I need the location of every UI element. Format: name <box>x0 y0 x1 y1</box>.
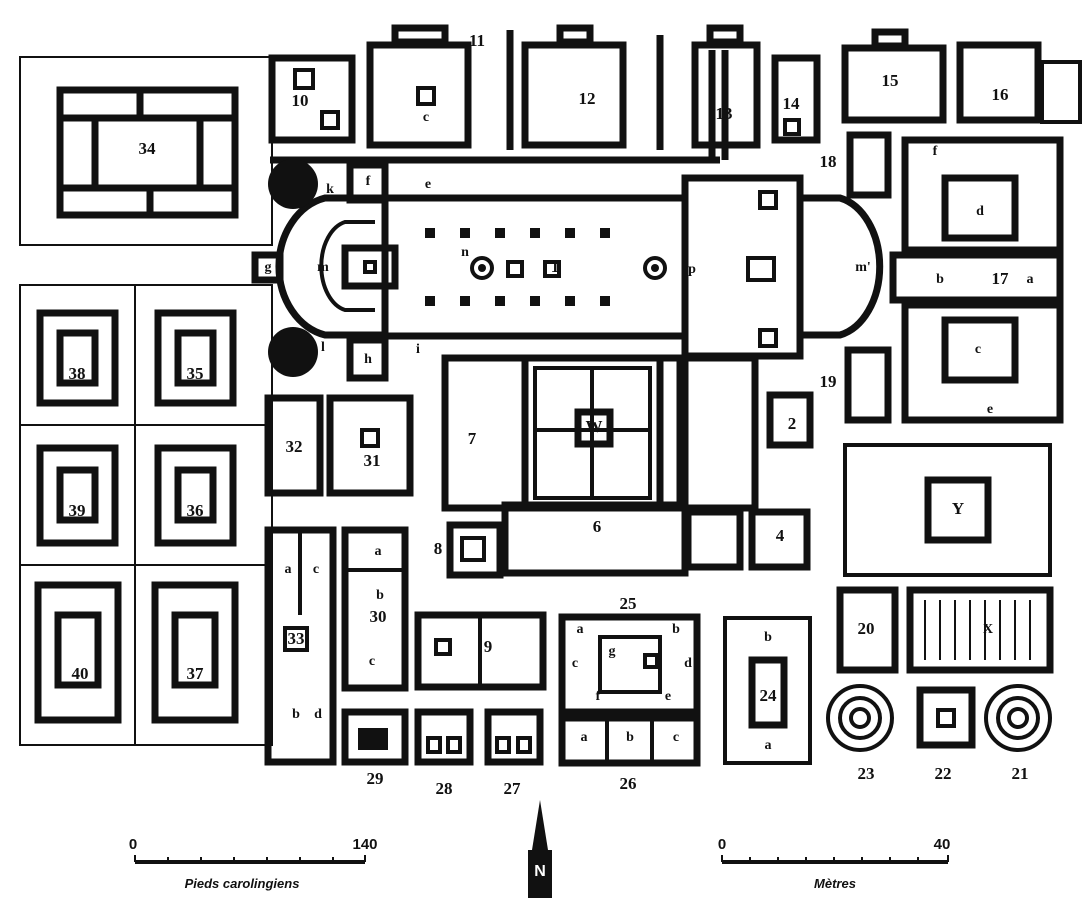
label-34: 34 <box>139 139 157 158</box>
letter-g-25: g <box>609 644 616 659</box>
scale-left-unit: Pieds carolingiens <box>185 876 300 891</box>
label-19: 19 <box>820 372 837 391</box>
scale-bar-right: 0 40 Mètres <box>718 836 951 891</box>
label-36: 36 <box>187 501 204 520</box>
label-W: W <box>586 417 603 436</box>
label-32: 32 <box>286 437 303 456</box>
letter-g: g <box>265 260 272 275</box>
letter-a-24: a <box>765 738 772 753</box>
letter-b-17: b <box>936 272 944 287</box>
letter-c-11: c <box>423 110 429 125</box>
label-38: 38 <box>69 364 86 383</box>
letter-h: h <box>364 352 372 367</box>
scale-right-start: 0 <box>718 836 726 853</box>
label-28: 28 <box>436 779 453 798</box>
label-Y: Y <box>952 499 964 518</box>
label-X: X <box>983 622 993 637</box>
north-buildings: 10 11 c 12 13 14 15 16 <box>268 24 1082 149</box>
letter-b-26: b <box>626 730 634 745</box>
letter-k: k <box>326 182 334 197</box>
letter-d-25: d <box>684 656 692 671</box>
south-buildings: 9 29 28 27 25 a b c d e f g a b c 26 b 2… <box>341 594 812 798</box>
letter-a-33: a <box>285 562 292 577</box>
label-30: 30 <box>370 607 387 626</box>
label-2: 2 <box>788 414 797 433</box>
label-25: 25 <box>620 594 637 613</box>
letter-c-east: c <box>975 342 981 357</box>
letter-d-33: d <box>314 707 322 722</box>
south-west-buildings: 32 31 33 a c b d a b 30 c <box>264 394 414 766</box>
letter-l: l <box>321 340 325 355</box>
letter-c-25: c <box>572 656 578 671</box>
label-6: 6 <box>593 517 602 536</box>
label-11: 11 <box>469 31 485 50</box>
scale-right-unit: Mètres <box>814 876 856 891</box>
label-16: 16 <box>992 85 1009 104</box>
letter-e-25: e <box>665 689 671 704</box>
cells-west: 38 35 39 36 40 37 <box>19 284 273 746</box>
label-14: 14 <box>783 94 801 113</box>
label-1: 1 <box>551 257 560 276</box>
label-29: 29 <box>367 769 384 788</box>
church: 1 k f g m l h i n p m' e <box>251 30 884 382</box>
letter-e-east: e <box>987 402 993 417</box>
letter-p: p <box>688 262 696 277</box>
label-20: 20 <box>858 619 875 638</box>
letter-d: d <box>976 204 984 219</box>
letter-a-30: a <box>375 544 382 559</box>
label-24: 24 <box>760 686 778 705</box>
label-4: 4 <box>776 526 785 545</box>
label-26: 26 <box>620 774 637 793</box>
letter-m: m <box>317 260 329 275</box>
letter-b-25: b <box>672 622 680 637</box>
letter-b-24: b <box>764 630 772 645</box>
letter-f-east: f <box>933 144 938 159</box>
scale-left-end: 140 <box>352 836 377 853</box>
letter-a-26: a <box>581 730 588 745</box>
north-arrow: N <box>528 800 552 898</box>
label-39: 39 <box>69 501 86 520</box>
scale-left-start: 0 <box>129 836 137 853</box>
label-22: 22 <box>935 764 952 783</box>
label-9: 9 <box>484 637 493 656</box>
label-7: 7 <box>468 429 477 448</box>
label-27: 27 <box>504 779 522 798</box>
label-40: 40 <box>72 664 89 683</box>
label-35: 35 <box>187 364 204 383</box>
label-8: 8 <box>434 539 443 558</box>
label-31: 31 <box>364 451 381 470</box>
cloister: W 7 2 6 8 4 <box>434 354 814 579</box>
letter-b-30: b <box>376 588 384 603</box>
letter-f-25: f <box>596 689 601 704</box>
east-buildings: 18 d f b 17 a c e 19 Y 20 X 23 22 <box>820 131 1064 783</box>
letter-m-prime: m' <box>855 260 871 275</box>
letter-b-33: b <box>292 707 300 722</box>
letter-i: i <box>416 342 420 357</box>
letter-c-30: c <box>369 654 375 669</box>
scale-right-end: 40 <box>934 836 951 853</box>
letter-f: f <box>366 174 371 189</box>
label-10: 10 <box>292 91 309 110</box>
label-23: 23 <box>858 764 875 783</box>
label-33: 33 <box>288 629 305 648</box>
label-37: 37 <box>187 664 205 683</box>
scale-bar-left: 0 140 Pieds carolingiens <box>129 836 378 891</box>
letter-c-26: c <box>673 730 679 745</box>
label-21: 21 <box>1012 764 1029 783</box>
label-17: 17 <box>992 269 1010 288</box>
label-15: 15 <box>882 71 899 90</box>
north-label: N <box>534 863 546 880</box>
label-12: 12 <box>579 89 596 108</box>
letter-e: e <box>425 177 431 192</box>
letter-n: n <box>461 245 469 260</box>
label-18: 18 <box>820 152 837 171</box>
letter-a-17: a <box>1027 272 1034 287</box>
letter-c-33: c <box>313 562 319 577</box>
building-34: 34 <box>19 56 273 246</box>
letter-a-25: a <box>577 622 584 637</box>
